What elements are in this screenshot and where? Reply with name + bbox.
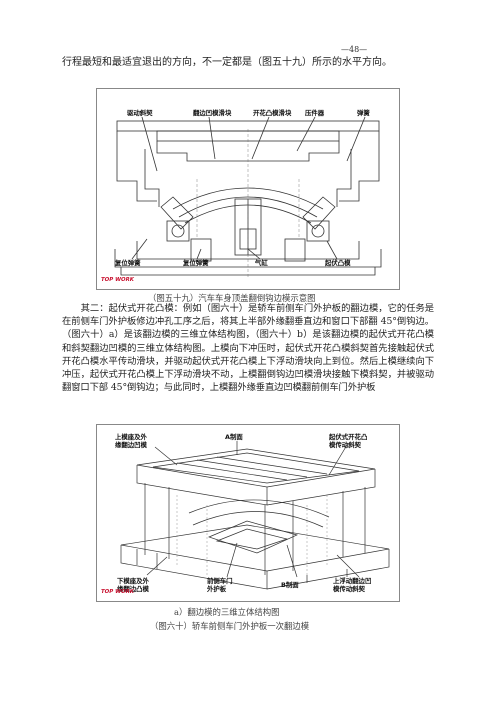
label-reset-spring-right: 复位弹簧 [183, 259, 209, 267]
label-flange-die-slider: 翻边凹模滑块 [193, 109, 232, 117]
flange-die-3d-drawing [120, 441, 390, 590]
label-open-punch-slider: 开花凸模滑块 [253, 109, 292, 117]
label-drive-wedge: 驱动斜契 [127, 109, 153, 117]
label-section-a: A制面 [225, 433, 243, 441]
body-paragraph: 其二：起伏式开花凸模：例如（图六十）是轿车前侧车门外护板的翻边模，它的任务是在前… [62, 303, 434, 394]
label-rising-punch: 起伏凸模 [325, 259, 351, 267]
label-cylinder: 气缸 [255, 259, 268, 267]
brand-logo: TOP WORK [101, 589, 134, 595]
label-rising-wedge: 起伏式开花凸 模传动斜契 [329, 433, 368, 449]
label-upper-slider: 上浮动翻边凹 模传动斜契 [333, 577, 372, 593]
label-reset-spring-left: 复位弹簧 [115, 259, 141, 267]
brand-logo: TOP WORK [101, 277, 134, 283]
label-press-block: 压件器 [305, 109, 325, 117]
die-cross-section-drawing [114, 116, 382, 279]
label-upper-seat: 上模座及外 缘翻边凹模 [115, 433, 147, 449]
intro-line: 行程最短和最适宜退出的方向，不一定都是（图五十九）所示的水平方向。 [62, 57, 392, 68]
figure-60: 上模座及外 缘翻边凹模 A制面 起伏式开花凸 模传动斜契 下模座及外 缘翻边凸模… [96, 424, 400, 602]
figure-59: 驱动斜契 翻边凹模滑块 开花凸模滑块 压件器 弹簧 复位弹簧 复位弹簧 气缸 起… [96, 88, 400, 290]
label-front-door: 前侧车门 外护板 [207, 577, 233, 593]
figure-59-caption: （图五十九）汽车车身顶盖翻倒钩边模示意图 [148, 293, 316, 303]
page-number: —48— [341, 45, 368, 54]
label-spring: 弹簧 [357, 109, 370, 117]
figure-60a-caption: a）翻边模的三维立体结构图 [174, 607, 280, 617]
label-lower-seat: 下模座及外 缘翻边凸模 [117, 577, 149, 593]
figure-60-caption: （图六十）轿车前侧车门外护板一次翻边模 [150, 621, 310, 631]
label-section-b: B制面 [281, 581, 299, 589]
